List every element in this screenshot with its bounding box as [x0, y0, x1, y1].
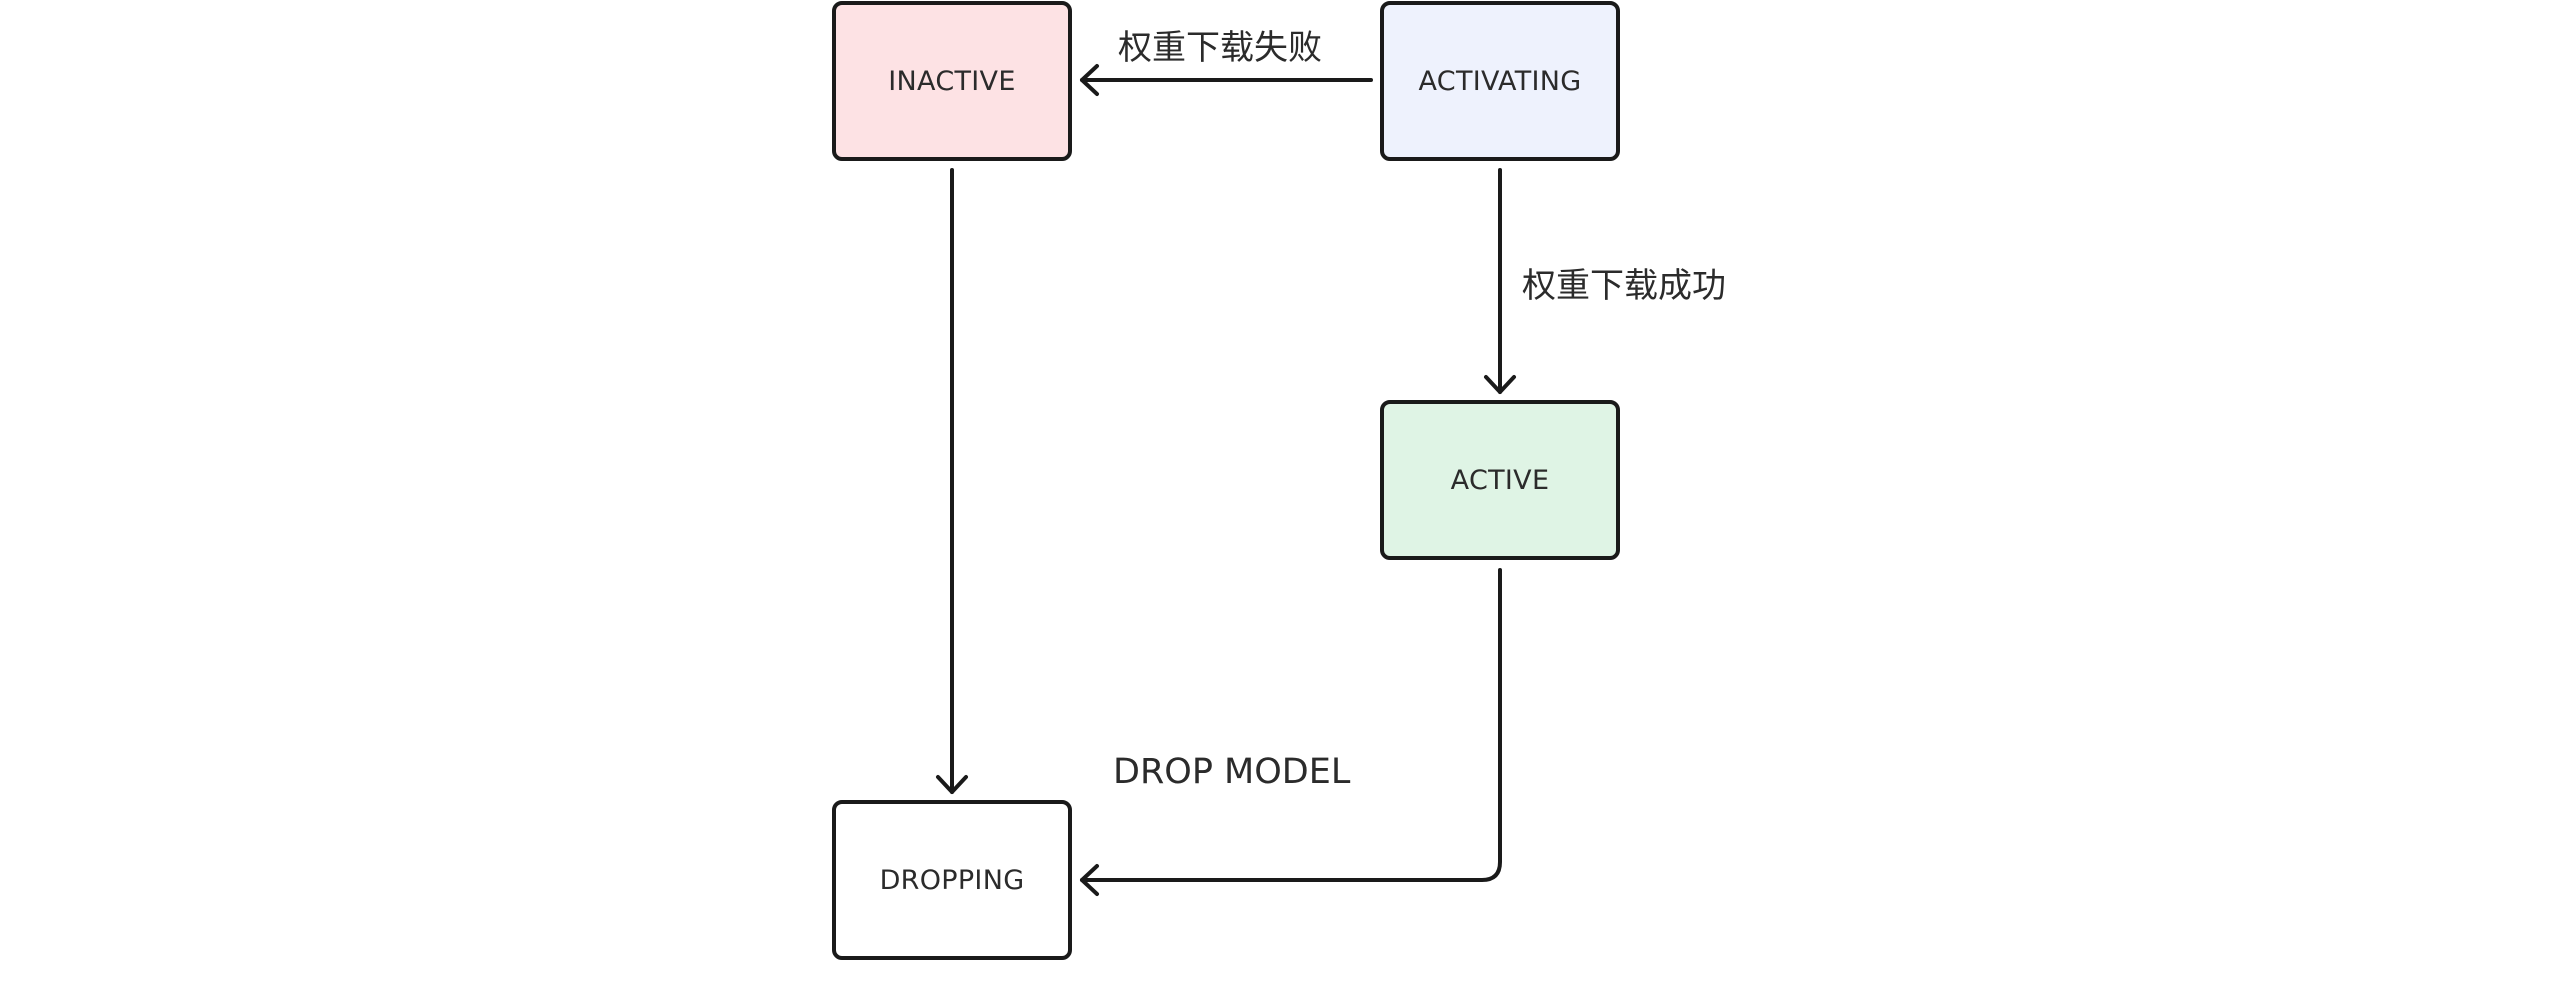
arrowhead-dropping-top: [936, 775, 968, 794]
edge-activating-to-active: [1484, 168, 1516, 394]
arrowhead-inactive: [1080, 64, 1099, 96]
node-activating: ACTIVATING: [1380, 1, 1620, 161]
annotation-drop-model: DROP MODEL: [1113, 752, 1351, 792]
node-inactive-label: INACTIVE: [888, 65, 1016, 97]
arrowhead-active: [1484, 375, 1516, 394]
edge-inactive-to-dropping: [936, 168, 968, 794]
node-active: ACTIVE: [1380, 400, 1620, 560]
edge-activating-to-inactive: [1080, 64, 1373, 96]
arrowhead-dropping-side: [1080, 864, 1099, 896]
node-dropping: DROPPING: [832, 800, 1072, 960]
node-inactive: INACTIVE: [832, 1, 1072, 161]
edge-label-download-failed: 权重下载失败: [1118, 28, 1322, 68]
edge-active-to-dropping: [1080, 568, 1502, 896]
node-active-label: ACTIVE: [1450, 464, 1550, 496]
node-dropping-label: DROPPING: [879, 864, 1025, 896]
node-activating-label: ACTIVATING: [1418, 65, 1582, 97]
edge-label-download-succeeded: 权重下载成功: [1522, 266, 1726, 306]
